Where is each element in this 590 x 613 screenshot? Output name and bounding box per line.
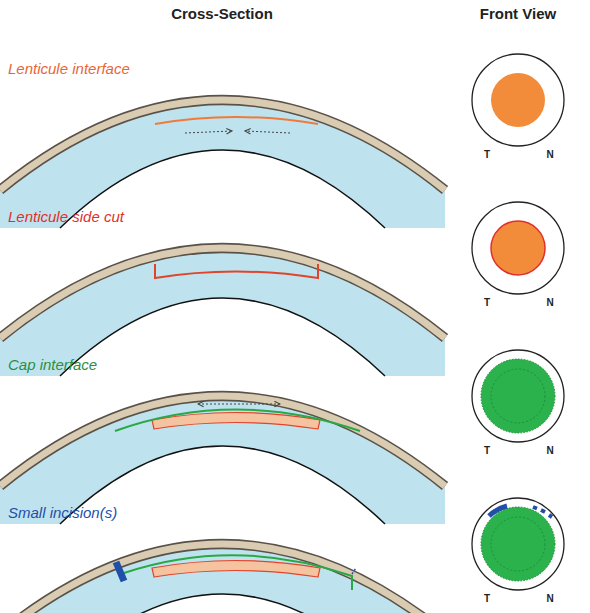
row-side-cut	[0, 202, 564, 376]
row-cap-interface	[0, 350, 564, 524]
row-label: Cap interface	[8, 357, 97, 374]
column-heading: Cross-Section	[171, 6, 273, 23]
column-heading: Front View	[480, 6, 556, 23]
row-label: Lenticule side cut	[8, 209, 124, 226]
direction-label: T	[484, 149, 490, 160]
direction-label: T	[484, 297, 490, 308]
direction-label: N	[546, 149, 553, 160]
direction-label: T	[484, 593, 490, 604]
row-small-incision	[0, 498, 564, 613]
direction-label: T	[484, 445, 490, 456]
row-lenticule-interface	[0, 54, 564, 228]
direction-label: N	[546, 593, 553, 604]
row-label: Lenticule interface	[8, 61, 130, 78]
direction-label: N	[546, 445, 553, 456]
row-label: Small incision(s)	[8, 505, 117, 522]
direction-label: N	[546, 297, 553, 308]
